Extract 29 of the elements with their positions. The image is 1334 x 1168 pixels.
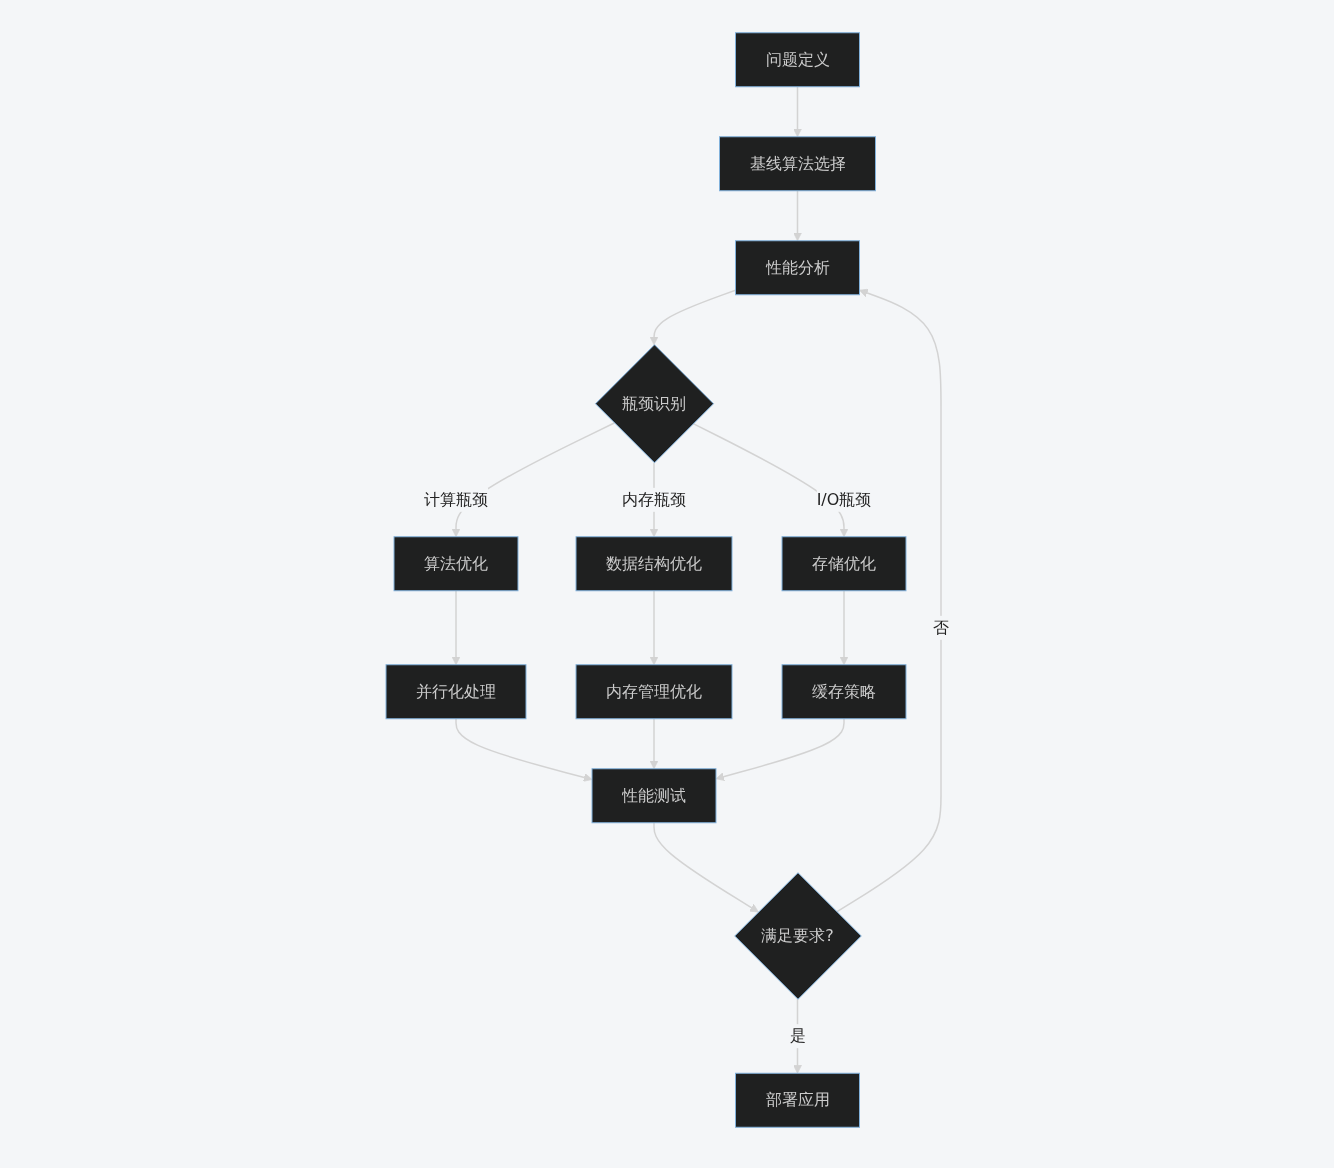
arrow bbox=[649, 289, 736, 346]
arrow bbox=[715, 718, 845, 781]
edge-label: I/O瓶颈 bbox=[816, 489, 871, 509]
arrow bbox=[451, 590, 460, 666]
arrow bbox=[792, 86, 802, 138]
node-box: 算法优化 bbox=[393, 536, 518, 592]
node-diamond: 瓶颈识别 bbox=[594, 344, 714, 464]
arrow bbox=[649, 718, 658, 770]
node-box: 问题定义 bbox=[734, 32, 860, 88]
arrow bbox=[652, 822, 759, 913]
edge-label: 否 bbox=[932, 617, 949, 637]
arrow bbox=[649, 590, 658, 666]
node-box: 性能测试 bbox=[591, 768, 716, 824]
node-box: 部署应用 bbox=[734, 1072, 860, 1128]
arrow bbox=[839, 590, 848, 666]
node-box: 基线算法选择 bbox=[718, 136, 876, 192]
arrow bbox=[792, 190, 802, 242]
arrow bbox=[454, 718, 592, 782]
node-box: 内存管理优化 bbox=[575, 664, 732, 720]
arrow bbox=[835, 288, 942, 913]
edge-label: 内存瓶颈 bbox=[621, 489, 686, 509]
node-box: 并行化处理 bbox=[385, 664, 526, 720]
node-diamond: 满足要求? bbox=[733, 872, 862, 1000]
edge-label: 计算瓶颈 bbox=[423, 489, 488, 509]
node-box: 数据结构优化 bbox=[575, 536, 732, 592]
node-box: 缓存策略 bbox=[781, 664, 906, 720]
node-box: 存储优化 bbox=[781, 536, 906, 592]
node-box: 性能分析 bbox=[734, 240, 860, 296]
edge-label: 是 bbox=[789, 1026, 805, 1046]
